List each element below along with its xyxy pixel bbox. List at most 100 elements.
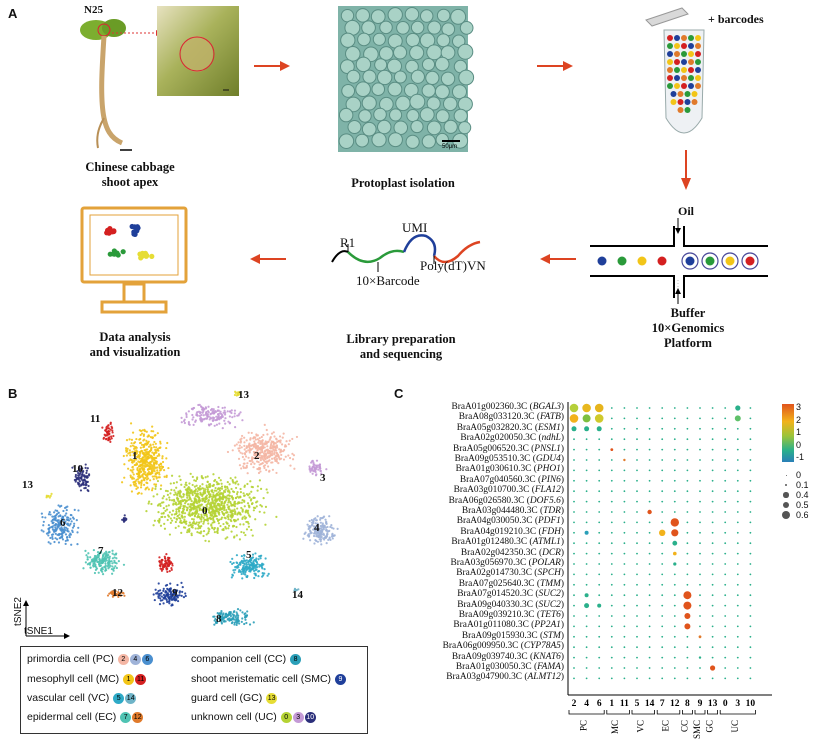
tsne-point — [272, 431, 275, 434]
tsne-point — [262, 433, 265, 437]
tsne-point — [194, 497, 197, 501]
protoplast-cell — [386, 58, 403, 74]
protoplast-cell — [379, 96, 394, 112]
tsne-point — [236, 507, 239, 510]
dot-POLAR-9 — [699, 563, 701, 565]
chip-2: 2 — [117, 653, 129, 665]
tsne-point — [166, 441, 169, 445]
tsne-point — [138, 476, 141, 479]
dot-SPCH-1 — [610, 573, 613, 576]
dot-CYP78A5-6 — [598, 646, 601, 649]
tsne-point — [243, 559, 246, 562]
tsne-point — [211, 509, 214, 512]
barcode-bead — [674, 35, 680, 41]
tsne-point — [270, 457, 274, 460]
tsne-point — [163, 562, 166, 565]
dot-ndhL-5 — [636, 438, 638, 441]
tsne-point — [266, 445, 269, 448]
tsne-point — [202, 489, 206, 492]
tsne-point — [312, 532, 316, 535]
tsne-point — [158, 556, 161, 559]
tsne-point — [255, 433, 258, 436]
tsne-point — [263, 457, 267, 460]
tsne-point — [80, 484, 83, 487]
mini-scatter-point — [105, 227, 111, 233]
tsne-point — [197, 488, 200, 491]
dot-PNSL1-8 — [686, 448, 689, 451]
tsne-point — [185, 413, 188, 417]
dot-POLAR-6 — [598, 563, 601, 565]
dot-CYP78A5-1 — [610, 646, 613, 649]
barcode-bead — [681, 35, 687, 41]
tsne-point — [160, 569, 163, 572]
dot-FDH-2 — [573, 531, 575, 534]
tsne-point — [113, 567, 116, 570]
tsne-point — [157, 511, 160, 514]
mini-scatter-point — [142, 250, 149, 256]
tsne-point — [89, 556, 92, 559]
tsne-point — [266, 433, 269, 436]
tsne-point — [48, 530, 51, 533]
tsne-point — [190, 499, 193, 503]
tsne-point — [130, 469, 133, 472]
tsne-point — [174, 598, 178, 602]
dot-TET6-14 — [648, 615, 651, 617]
tsne-point — [156, 447, 159, 451]
tsne-point — [164, 557, 167, 560]
tsne-point — [191, 413, 194, 417]
tsne-point — [244, 566, 247, 569]
tsne-point — [156, 432, 159, 435]
tsne-point — [168, 498, 171, 502]
tsne-point — [257, 575, 260, 578]
dot-SUC2-14 — [648, 594, 651, 597]
tsne-point — [73, 522, 76, 525]
column-label-13: 13 — [708, 699, 718, 709]
gene-label: BraA06g009950.3C (CYP78A5) — [442, 641, 564, 652]
barcode-bead — [695, 83, 701, 89]
tsne-point — [47, 534, 50, 537]
tsne-point — [279, 457, 283, 460]
dot-TET6-2 — [573, 615, 575, 617]
tsne-point — [240, 434, 244, 438]
chip-1: 1 — [123, 673, 135, 685]
dot-DOF5.6-10 — [749, 500, 752, 503]
tsne-point — [130, 459, 133, 462]
dot-FAMA-6 — [598, 667, 601, 669]
tsne-point — [77, 474, 80, 477]
tsne-point — [330, 535, 334, 538]
tsne-point — [256, 500, 259, 503]
tsne-point — [145, 510, 148, 513]
tsne-point — [54, 523, 58, 526]
dot-ESM1-7 — [661, 427, 664, 430]
tsne-point — [262, 496, 265, 500]
dot-BGAL3-8 — [686, 407, 689, 409]
tsne-point — [253, 576, 256, 580]
tsne-point — [162, 593, 166, 597]
tsne-point — [186, 490, 189, 493]
dot-PIN6-7 — [661, 479, 664, 482]
dot-FDH-9 — [699, 531, 701, 534]
tsne-point — [193, 499, 196, 503]
dot-FAMA-14 — [648, 667, 651, 669]
dot-KNAT6-8 — [686, 656, 689, 659]
tsne-point — [175, 508, 178, 511]
tsne-point — [64, 539, 67, 543]
tsne-point — [84, 466, 87, 469]
dot-PHO1-4 — [585, 469, 588, 472]
dot-FAMA-10 — [749, 667, 752, 669]
dot-ALMT12-12 — [673, 677, 676, 680]
tsne-point — [231, 490, 235, 493]
tsne-point — [236, 607, 240, 611]
tsne-point — [246, 610, 249, 613]
tsne-point — [131, 431, 135, 434]
tsne-point — [82, 478, 86, 481]
tsne-point — [197, 513, 200, 516]
tsne-point — [61, 515, 65, 518]
tsne-point — [245, 439, 248, 442]
tsne-point — [136, 486, 139, 489]
tsne-point — [184, 526, 187, 529]
tsne-point — [65, 508, 68, 512]
dot-GDU4-7 — [661, 459, 664, 461]
tsne-point — [225, 511, 228, 514]
tsne-point — [235, 566, 239, 569]
